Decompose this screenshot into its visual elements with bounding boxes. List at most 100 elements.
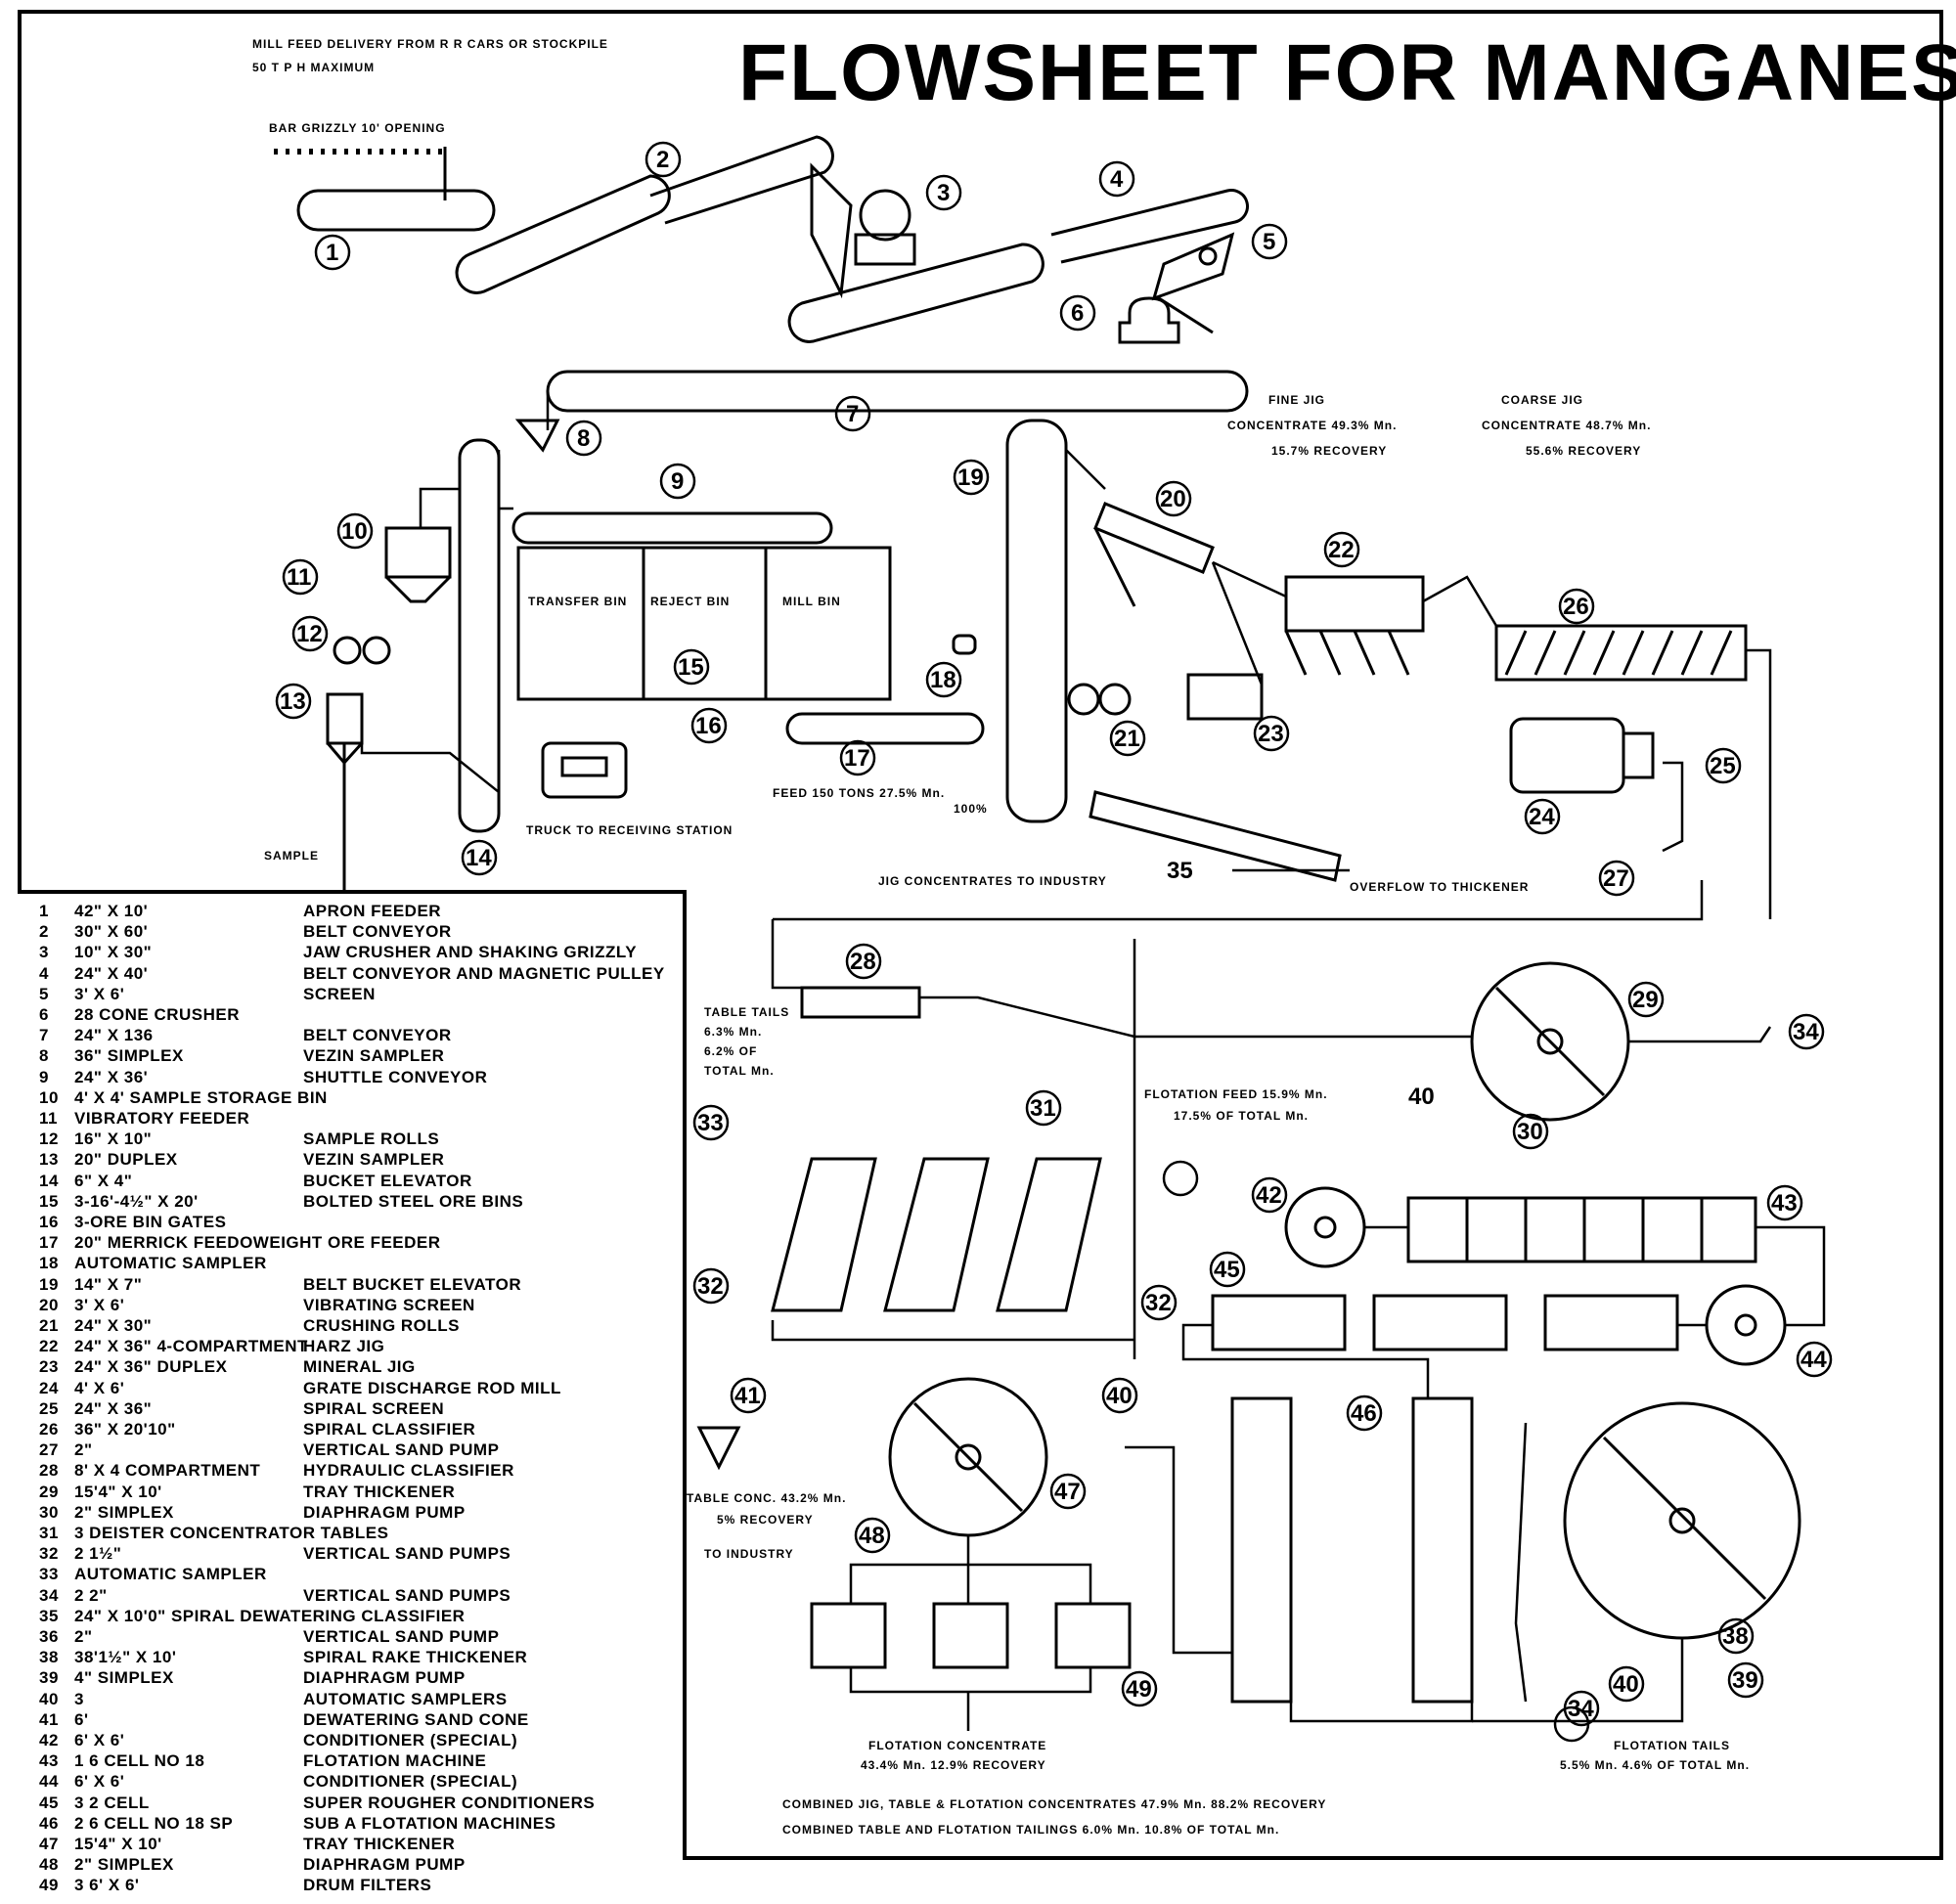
feed-label: FEED 150 TONS 27.5% Mn. (773, 786, 946, 800)
legend-item-description: FLOTATION MACHINE (303, 1751, 487, 1771)
legend-item-description: BUCKET ELEVATOR (303, 1171, 472, 1190)
num-23: 23 (1258, 721, 1284, 747)
legend-item-number: 1 (39, 902, 49, 920)
num-5: 5 (1263, 229, 1276, 255)
combined-concentrates: COMBINED JIG, TABLE & FLOTATION CONCENTR… (782, 1797, 1327, 1811)
legend-item-size: 4' X 6' (74, 1378, 125, 1397)
reject-bin-label: REJECT BIN (650, 595, 731, 608)
legend-item-description: SAMPLE ROLLS (303, 1129, 440, 1149)
mineral-jig-23 (1186, 673, 1264, 721)
rod-mill-24 (1509, 717, 1655, 794)
fine-jig-recovery: 15.7% RECOVERY (1271, 444, 1388, 458)
table-tails-4: TOTAL Mn. (704, 1064, 775, 1078)
legend-item-size: AUTOMATIC SAMPLER (74, 1565, 267, 1584)
jaw-crusher (810, 162, 916, 299)
legend-item-number: 11 (39, 1109, 58, 1128)
legend-item-size: 24" X 40' (74, 963, 149, 983)
num-11: 11 (287, 564, 312, 591)
num-21: 21 (1114, 726, 1140, 752)
legend-item-number: 24 (39, 1378, 59, 1397)
num-46: 46 (1351, 1400, 1377, 1427)
legend-item-size: 6' X 6' (74, 1731, 125, 1749)
legend-item-description: VERTICAL SAND PUMP (303, 1440, 500, 1460)
num-49: 49 (1126, 1676, 1152, 1703)
legend-item-number: 20 (39, 1295, 59, 1314)
num-48: 48 (859, 1523, 885, 1549)
num-42: 42 (1256, 1182, 1282, 1209)
legend-item-size: 3-16'-4½" X 20' (74, 1191, 199, 1211)
num-32b: 32 (1145, 1290, 1172, 1316)
legend-item-number: 49 (39, 1876, 59, 1895)
drum-filters-49 (810, 1602, 1132, 1669)
num-40b: 40 (1106, 1383, 1133, 1409)
coarse-jig-concentrate: CONCENTRATE 48.7% Mn. (1482, 419, 1652, 432)
flotation-machine-43 (1406, 1196, 1757, 1263)
num-22: 22 (1328, 537, 1355, 563)
flotation-tails-1: FLOTATION TAILS (1614, 1739, 1730, 1752)
table-conc-3: TO INDUSTRY (704, 1547, 794, 1561)
bar-grizzly-label: BAR GRIZZLY 10' OPENING (269, 121, 446, 135)
legend-item-number: 32 (39, 1544, 59, 1564)
num-3: 3 (937, 180, 951, 206)
legend-item-size: 36" SIMPLEX (74, 1046, 184, 1066)
legend-item-description: MINERAL JIG (303, 1357, 416, 1377)
num-16: 16 (695, 713, 722, 739)
legend-item-size: 15'4" X 10' (74, 1482, 162, 1501)
flotation-feed-2: 17.5% OF TOTAL Mn. (1174, 1109, 1310, 1123)
legend-item-number: 15 (39, 1191, 59, 1211)
legend-item-description: AUTOMATIC SAMPLERS (303, 1689, 508, 1708)
num-43: 43 (1771, 1190, 1798, 1217)
legend-item-description: DIAPHRAGM PUMP (303, 1502, 466, 1522)
table-conc-2: 5% RECOVERY (717, 1513, 814, 1527)
legend-item-description: TRAY THICKENER (303, 1482, 456, 1501)
legend-item-number: 31 (39, 1524, 59, 1542)
legend-item-size: AUTOMATIC SAMPLER (74, 1254, 267, 1273)
table-tails-3: 6.2% OF (704, 1044, 758, 1058)
harz-jig-22 (1284, 575, 1425, 676)
num-39: 39 (1732, 1667, 1758, 1694)
legend-item-description: SHUTTLE CONVEYOR (303, 1067, 488, 1086)
legend-item-number: 8 (39, 1046, 49, 1066)
belt-conveyor-4 (787, 189, 1249, 343)
concentrator-tables (771, 1157, 1102, 1312)
sample-label: SAMPLE (264, 849, 320, 863)
legend-item-size: 15'4" X 10' (74, 1835, 162, 1853)
legend-item-description: VEZIN SAMPLER (303, 1150, 445, 1170)
num-38: 38 (1722, 1623, 1749, 1650)
conditioner-42 (1284, 1186, 1366, 1268)
legend-item-number: 45 (39, 1793, 59, 1812)
num-18: 18 (930, 667, 956, 693)
shuttle-conveyor-9 (511, 511, 833, 545)
legend-item-size: 2" (74, 1440, 93, 1460)
legend-item-number: 48 (39, 1855, 59, 1875)
legend-item-size: 2 2" (74, 1585, 108, 1605)
num-8: 8 (577, 425, 591, 452)
num-34a: 34 (1793, 1019, 1819, 1045)
vibrating-screen-20 (1093, 502, 1215, 607)
table-tails-2: 6.3% Mn. (704, 1025, 763, 1039)
dewatering-classifier-35 (1089, 790, 1342, 882)
legend-item-number: 43 (39, 1751, 59, 1771)
flotation-machines-46 (1230, 1396, 1474, 1704)
legend-item-description: SPIRAL SCREEN (303, 1398, 445, 1418)
legend-item-number: 44 (39, 1772, 59, 1792)
legend-item-description: SUPER ROUGHER CONDITIONERS (303, 1793, 596, 1812)
transfer-bin-label: TRANSFER BIN (528, 595, 628, 608)
legend-item-size: 2 1½" (74, 1544, 122, 1564)
legend-item-description: SUB A FLOTATION MACHINES (303, 1813, 556, 1833)
num-1: 1 (326, 240, 339, 266)
legend-item-number: 6 (39, 1005, 49, 1024)
legend-item-size: 2 6 CELL NO 18 SP (74, 1813, 234, 1833)
legend-item-number: 4 (39, 963, 49, 983)
num-24: 24 (1529, 804, 1555, 830)
legend-item-size: 24" X 36" (74, 1398, 153, 1418)
num-30: 30 (1517, 1119, 1543, 1145)
legend-item-size: 3-ORE BIN GATES (74, 1213, 227, 1231)
legend-item-size: 24" X 36" 4-COMPARTMENT (74, 1337, 308, 1356)
legend-item-size: VIBRATORY FEEDER (74, 1109, 250, 1128)
legend-item-size: 2" SIMPLEX (74, 1502, 174, 1522)
mill-bin-label: MILL BIN (782, 595, 841, 608)
legend-item-description: HARZ JIG (303, 1337, 385, 1356)
flotation-feed-1: FLOTATION FEED 15.9% Mn. (1144, 1087, 1328, 1101)
legend-item-description: VERTICAL SAND PUMPS (303, 1544, 511, 1564)
